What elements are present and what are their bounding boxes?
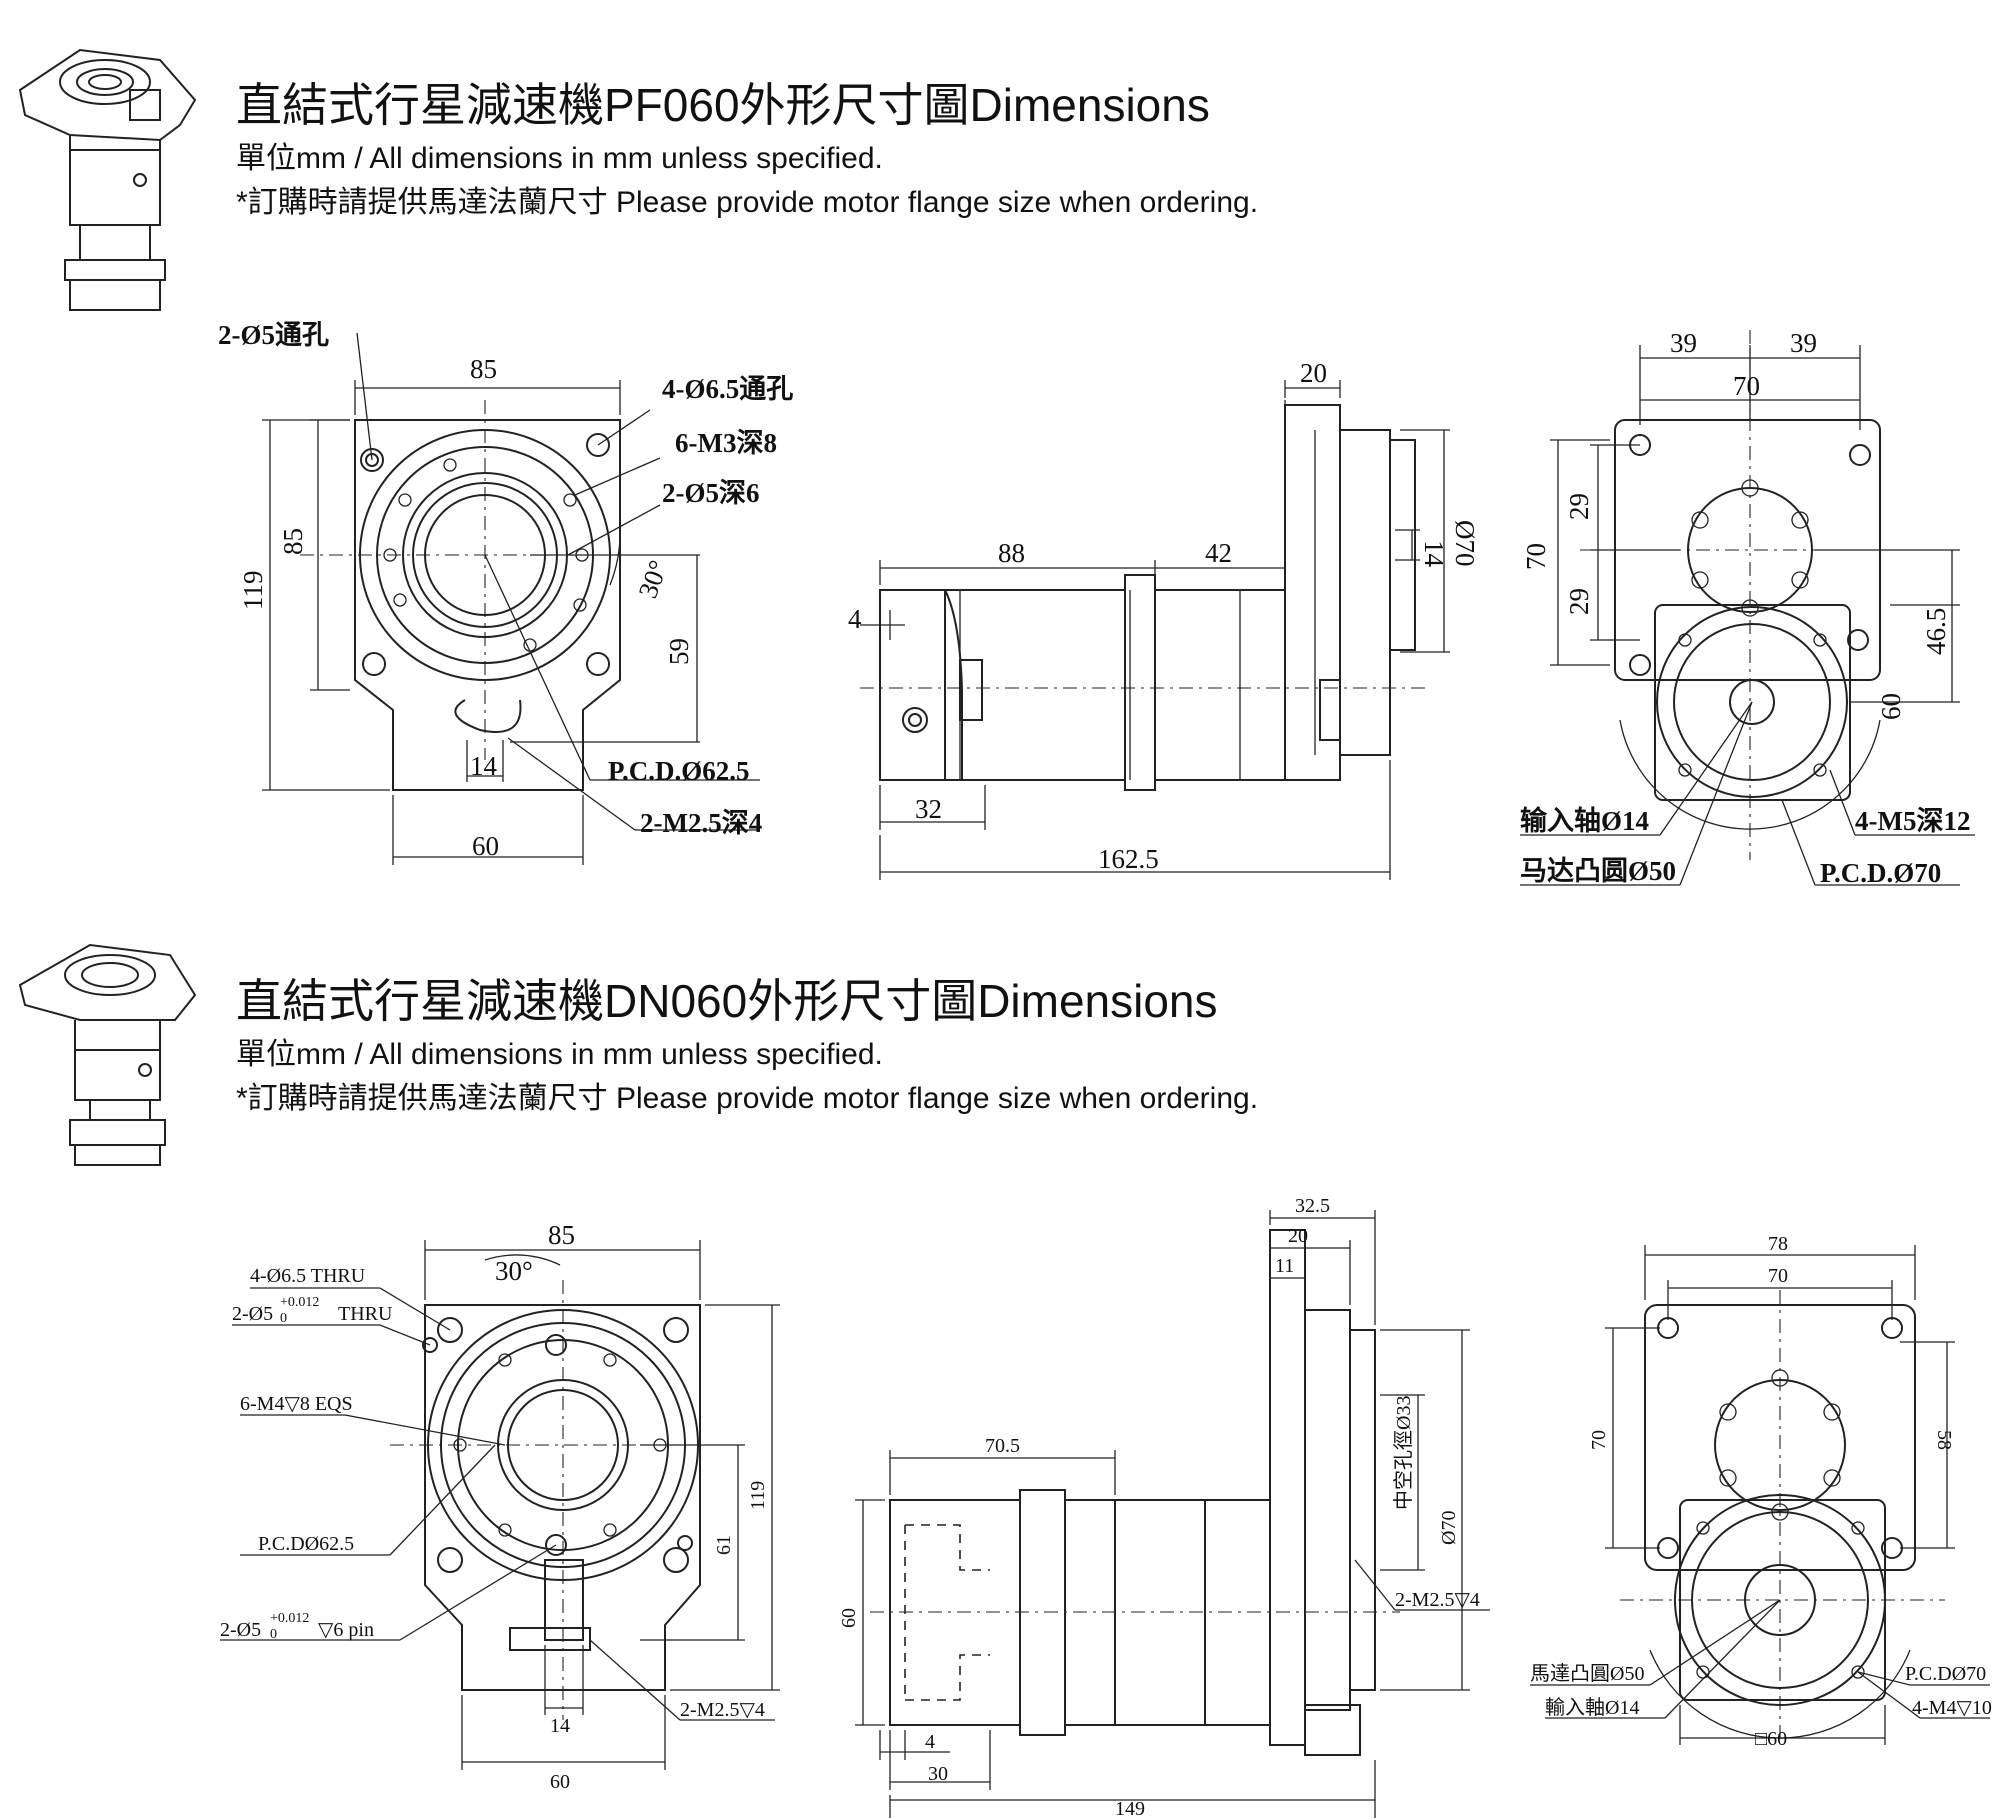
pf060-callout-m3-thread: 6-M3深8 — [675, 428, 777, 458]
pf060-rear-dim-60: 60 — [1876, 693, 1906, 720]
pf060-dim-60: 60 — [472, 831, 499, 861]
dn060-product-thumbnail — [18, 943, 197, 1166]
pf060-rear-dim-70-width: 70 — [1733, 371, 1760, 401]
pf060-callout-pcd: P.C.D.Ø62.5 — [608, 756, 750, 786]
dn060-side-dim-30: 30 — [928, 1763, 948, 1785]
dn060-callout-locating-pin-tol-top: +0.012 — [270, 1611, 309, 1626]
dn060-callout-m4-thread: 6-M4▽8 EQS — [240, 1393, 353, 1415]
pf060-title: 直結式行星減速機PF060外形尺寸圖Dimensions — [236, 79, 1210, 131]
pf060-rear-callout-m5-thread: 4-M5深12 — [1855, 806, 1970, 836]
pf060-side-dim-dia70: Ø70 — [1450, 520, 1480, 567]
dn060-side-dim-4: 4 — [925, 1731, 935, 1753]
pf060-dim-height-85: 85 — [278, 528, 308, 555]
dn060-side-callout-m25-thread: 2-M2.5▽4 — [1395, 1589, 1480, 1611]
pf060-side-dim-88: 88 — [998, 538, 1025, 568]
pf060-product-thumbnail — [18, 48, 197, 311]
dn060-dim-angle-30: 30° — [495, 1256, 533, 1286]
pf060-rear-dim-29-lower: 29 — [1564, 588, 1594, 615]
pf060-dim-width-85: 85 — [470, 354, 497, 384]
pf060-rear-dim-29-upper: 29 — [1564, 493, 1594, 520]
dn060-callout-locating-pin-depth: ▽6 pin — [318, 1619, 374, 1641]
dn060-callout-pcd: P.C.DØ62.5 — [258, 1533, 354, 1555]
dn060-side-dim-60: 60 — [838, 1608, 860, 1628]
pf060-rear-callout-motor-boss: 马达凸圆Ø50 — [1520, 856, 1676, 886]
dn060-side-dim-32-5: 32.5 — [1295, 1195, 1330, 1217]
dn060-dim-14: 14 — [550, 1715, 570, 1737]
dn060-rear-dim-78: 78 — [1768, 1233, 1788, 1255]
pf060-side-dim-4: 4 — [848, 604, 862, 634]
dn060-rear-callout-pcd: P.C.DØ70 — [1905, 1663, 1986, 1685]
pf060-front-view: 2-Ø5通孔 4-Ø6.5通孔 6-M3深8 2-Ø5深6 P.C.D.Ø62.… — [218, 320, 793, 865]
pf060-dim-59: 59 — [664, 638, 694, 665]
dn060-callout-pin-holes: 2-Ø5 — [232, 1303, 273, 1325]
pf060-rear-view: 39 39 70 70 29 29 46.5 60 输入轴Ø14 马达凸圆Ø50… — [1520, 328, 1975, 888]
pf060-callout-through-holes-4: 4-Ø6.5通孔 — [662, 374, 793, 404]
dn060-rear-callout-motor-boss: 馬達凸圓Ø50 — [1530, 1662, 1644, 1685]
pf060-side-view: 20 88 42 4 14 Ø70 32 162.5 — [848, 358, 1480, 880]
dn060-order-note: *訂購時請提供馬達法蘭尺寸 Please provide motor flang… — [236, 1082, 1259, 1115]
dn060-dim-119: 119 — [747, 1481, 769, 1510]
pf060-order-note: *訂購時請提供馬達法蘭尺寸 Please provide motor flang… — [236, 186, 1259, 219]
pf060-rear-callout-input-shaft: 输入轴Ø14 — [1520, 805, 1649, 836]
pf060-rear-dim-46-5: 46.5 — [1921, 608, 1951, 655]
pf060-dim-height-119: 119 — [238, 571, 268, 611]
dn060-side-dim-20: 20 — [1288, 1225, 1308, 1247]
dn060-side-dim-dia70: Ø70 — [1438, 1511, 1460, 1545]
pf060-unit-note: 單位mm / All dimensions in mm unless speci… — [236, 142, 883, 175]
dn060-side-dim-149: 149 — [1115, 1798, 1145, 1818]
dn060-callout-locating-pin-tol-bottom: 0 — [270, 1627, 277, 1642]
pf060-rear-dim-39-left: 39 — [1670, 328, 1697, 358]
dn060-title: 直結式行星減速機DN060外形尺寸圖Dimensions — [236, 975, 1218, 1027]
pf060-callout-pin-holes: 2-Ø5深6 — [662, 478, 760, 508]
dn060-side-dim-11: 11 — [1275, 1255, 1294, 1277]
pf060-callout-through-holes-2: 2-Ø5通孔 — [218, 320, 329, 350]
dn060-callout-m25-thread: 2-M2.5▽4 — [680, 1699, 765, 1721]
dn060-callout-through-holes-4: 4-Ø6.5 THRU — [250, 1265, 366, 1287]
pf060-rear-dim-70-height: 70 — [1521, 543, 1551, 570]
dn060-dim-61: 61 — [713, 1535, 735, 1555]
dn060-unit-note: 單位mm / All dimensions in mm unless speci… — [236, 1038, 883, 1071]
dn060-side-dim-70-5: 70.5 — [985, 1435, 1020, 1457]
pf060-side-dim-32: 32 — [915, 794, 942, 824]
dn060-rear-dim-square-60: □60 — [1755, 1728, 1787, 1750]
dn060-rear-dim-70-height: 70 — [1588, 1430, 1610, 1450]
pf060-section: 直結式行星減速機PF060外形尺寸圖Dimensions 單位mm / All … — [0, 0, 2012, 900]
pf060-dim-14: 14 — [470, 751, 498, 781]
dn060-callout-pin-tol-top: +0.012 — [280, 1295, 319, 1310]
dn060-callout-pin-holes-thru: THRU — [338, 1303, 393, 1325]
dn060-callout-pin-tol-bottom: 0 — [280, 1311, 287, 1326]
pf060-callout-m25-thread: 2-M2.5深4 — [640, 808, 762, 838]
pf060-rear-dim-39-right: 39 — [1790, 328, 1817, 358]
dn060-rear-callout-input-shaft: 輸入軸Ø14 — [1545, 1696, 1639, 1719]
dn060-callout-locating-pin: 2-Ø5 — [220, 1619, 261, 1641]
dn060-dim-85: 85 — [548, 1220, 575, 1250]
dn060-rear-dim-58: 58 — [1933, 1430, 1955, 1450]
dn060-side-dim-hollow-33: 中空孔徑Ø33 — [1392, 1396, 1415, 1510]
pf060-side-dim-20: 20 — [1300, 358, 1327, 388]
dn060-rear-callout-m4-thread: 4-M4▽10 — [1912, 1697, 1992, 1719]
dn060-dim-60: 60 — [550, 1771, 570, 1793]
pf060-side-dim-42: 42 — [1205, 538, 1232, 568]
pf060-side-dim-14: 14 — [1419, 540, 1449, 568]
dn060-rear-dim-70-width: 70 — [1768, 1265, 1788, 1287]
pf060-rear-callout-pcd: P.C.D.Ø70 — [1820, 858, 1941, 888]
pf060-side-dim-162-5: 162.5 — [1098, 844, 1159, 874]
